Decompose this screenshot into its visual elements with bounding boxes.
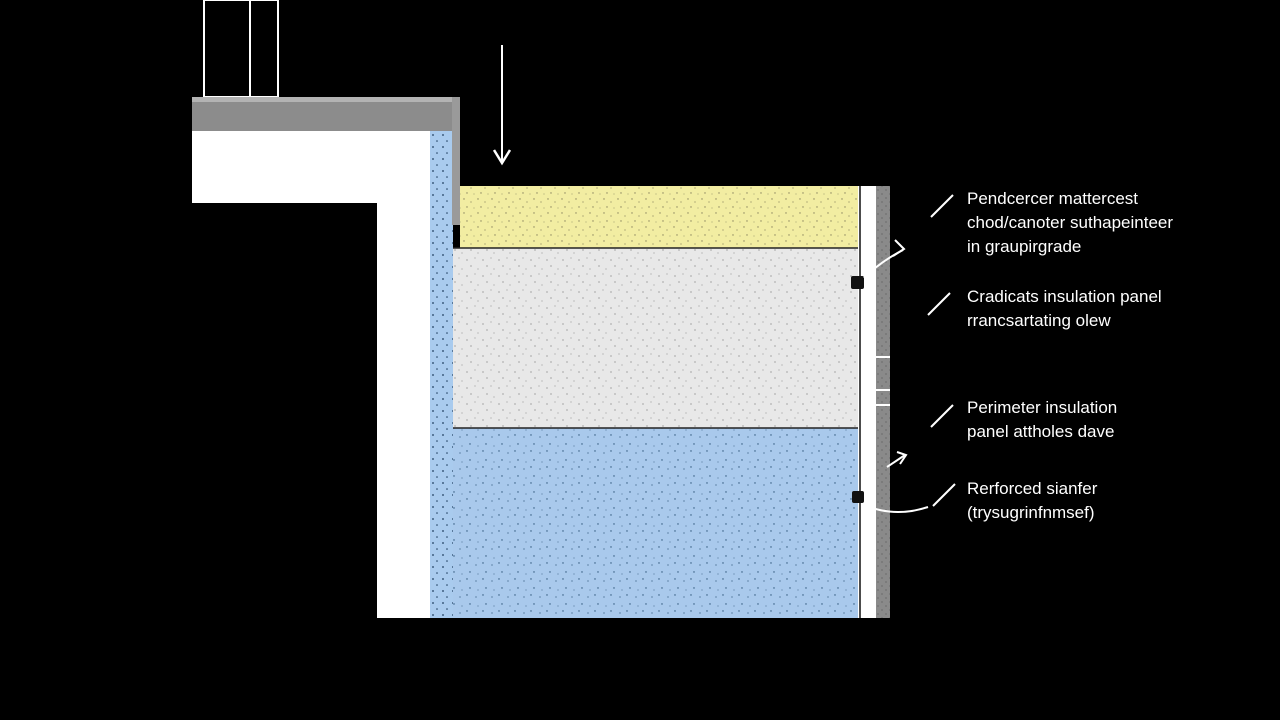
slab-top-edge	[192, 97, 460, 102]
callout-line: Rerforced sianfer	[967, 479, 1098, 498]
wall-stud	[249, 0, 279, 98]
callout-label: Perimeter insulation panel attholes dave	[967, 396, 1267, 444]
gravel-layer	[453, 248, 858, 428]
leader-line-icon	[932, 483, 956, 507]
leader-line-icon	[927, 292, 951, 316]
callout-line: (trysugrinfnmsef)	[967, 503, 1095, 522]
foundation-wall	[377, 203, 430, 618]
arrow-pointer-icon	[886, 451, 908, 468]
vertical-insulation	[430, 131, 453, 618]
slab-top	[192, 97, 460, 131]
form-board-white	[858, 186, 876, 618]
callout-line: Cradicats insulation panel	[967, 287, 1162, 306]
form-board	[876, 186, 890, 618]
slab-edge	[192, 131, 430, 203]
callout-label: Pendcercer mattercest chod/canoter sutha…	[967, 187, 1267, 259]
anchor-clip-icon	[851, 276, 864, 289]
leader-curve	[863, 504, 929, 514]
leader-line-icon	[930, 404, 954, 428]
callout-line: in graupirgrade	[967, 237, 1082, 256]
topsoil-layer	[460, 186, 858, 248]
callout-line: chod/canoter suthapeinteer	[967, 213, 1174, 232]
callout-line: Perimeter insulation	[967, 398, 1118, 417]
arrow-pointer-icon	[863, 239, 906, 279]
wall-stud	[203, 0, 251, 98]
callout-label: Cradicats insulation panel rrancsartatin…	[967, 285, 1267, 333]
vertical-insulation-edge	[452, 97, 460, 225]
arrow-down-icon	[492, 45, 512, 166]
anchor-clip-icon	[852, 491, 864, 503]
callout-line: panel attholes dave	[967, 422, 1115, 441]
rigid-insulation-layer	[453, 428, 858, 618]
callout-line: rrancsartating olew	[967, 311, 1111, 330]
callout-label: Rerforced sianfer (trysugrinfnmsef)	[967, 477, 1267, 525]
callout-line: Pendcercer mattercest	[967, 189, 1139, 208]
leader-line-icon	[930, 194, 954, 218]
